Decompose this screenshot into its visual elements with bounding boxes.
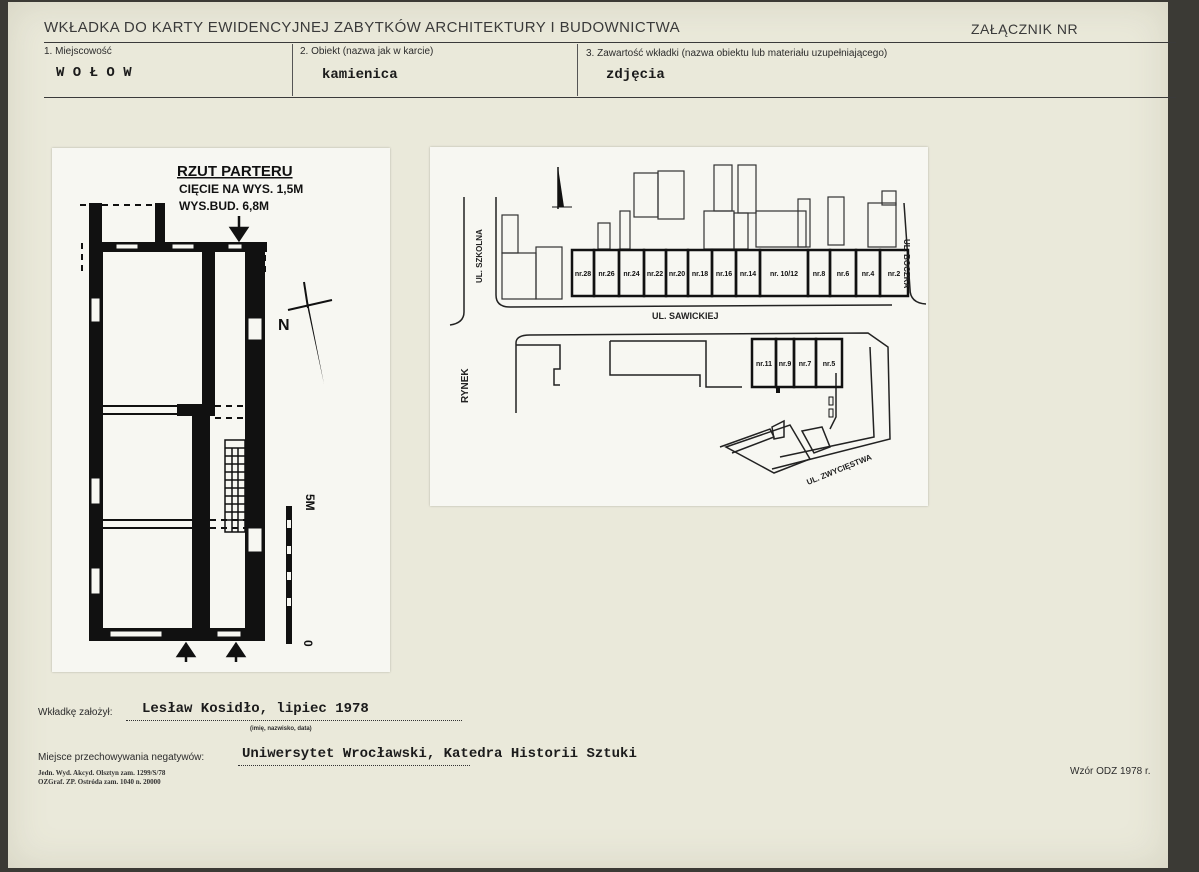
south-lot-label: nr.11 xyxy=(756,361,772,368)
floor-plan-photo: RZUT PARTERU CIĘCIE NA WYS. 1,5M WYS.BUD… xyxy=(52,148,390,672)
author-value: Lesław Kosidło, lipiec 1978 xyxy=(142,701,369,717)
south-lot-plot xyxy=(814,337,844,389)
plan-building-height: WYS.BUD. 6,8M xyxy=(179,199,269,213)
object-label: 2. Obiekt (nazwa jak w karcie) xyxy=(300,46,434,57)
scale-bar: 5M 0 xyxy=(286,494,317,647)
north-lot-label: nr.18 xyxy=(692,271,708,278)
north-lot-label: nr.22 xyxy=(647,271,663,278)
content-label: 3. Zawartość wkładki (nazwa obiektu lub … xyxy=(586,48,888,59)
north-lot-label: nr.16 xyxy=(716,271,732,278)
north-lot-label: nr.28 xyxy=(575,271,591,278)
north-lot-label: nr.8 xyxy=(813,271,826,278)
content-value: zdjęcia xyxy=(606,67,665,83)
north-lot-label: nr.2 xyxy=(888,271,901,278)
scale-zero-label: 0 xyxy=(301,640,315,647)
record-card: WKŁADKA DO KARTY EWIDENCYJNEJ ZABYTKÓW A… xyxy=(8,2,1176,868)
north-arrow-icon: N xyxy=(278,281,333,384)
plan-cut-height: CIĘCIE NA WYS. 1,5M xyxy=(179,182,303,196)
north-lot-label: nr.20 xyxy=(669,271,685,278)
print-info-line-1: Jedn. Wyd. Akcyd. Olsztyn zam. 1299/S/78 xyxy=(38,769,166,777)
north-lot-row: nr.28 nr.26 nr.24 nr.22 nr.20 nr.18 nr.16 nr.14… xyxy=(570,248,910,298)
header-rule xyxy=(44,42,1176,43)
scale-top-label: 5M xyxy=(303,494,317,511)
street-szkolna-label: UL. SZKOLNA xyxy=(475,229,484,283)
site-map-drawing: nr.28 nr.26 nr.24 nr.22 nr.20 nr.18 nr.16 nr.14… xyxy=(449,164,927,487)
north-lot-label: nr.26 xyxy=(598,271,614,278)
floor-plan-drawing: RZUT PARTERU CIĘCIE NA WYS. 1,5M WYS.BUD… xyxy=(80,163,333,662)
fields-rule xyxy=(44,97,1176,98)
author-label: Wkładkę założył: xyxy=(38,707,113,718)
author-underline xyxy=(126,720,462,721)
north-lot-label: nr. 10/12 xyxy=(770,271,798,278)
field-divider-2 xyxy=(577,44,578,96)
street-sawickiej-label: UL. SAWICKIEJ xyxy=(652,311,719,321)
south-lot-row: nr.11 nr.9 nr.7 nr.5 xyxy=(750,337,844,389)
print-info-line-2: OZGraf. ZP. Ostróda zam. 1040 n. 20000 xyxy=(38,778,161,786)
negatives-label: Miejsce przechowywania negatywów: xyxy=(38,752,205,763)
object-value: kamienica xyxy=(322,67,398,83)
author-hint: (imię, nazwisko, data) xyxy=(250,726,312,732)
annex-label: ZAŁĄCZNIK NR xyxy=(971,21,1079,37)
north-lot-plot xyxy=(878,248,910,298)
map-north-arrow-icon xyxy=(552,167,572,209)
south-lot-label: nr.7 xyxy=(799,361,812,368)
street-boczka-label: UL. BOCZKA xyxy=(902,239,911,289)
plan-title: RZUT PARTERU xyxy=(177,163,293,180)
negatives-underline xyxy=(238,765,470,766)
locality-label: 1. Miejscowość xyxy=(44,46,112,57)
south-lot-label: nr.9 xyxy=(779,361,792,368)
north-lot-label: nr.14 xyxy=(740,271,756,278)
card-title: WKŁADKA DO KARTY EWIDENCYJNEJ ZABYTKÓW A… xyxy=(44,19,681,36)
rynek-label: RYNEK xyxy=(460,368,471,403)
north-lot-label: nr.24 xyxy=(623,271,639,278)
north-label: N xyxy=(278,317,290,334)
north-lot-label: nr.4 xyxy=(862,271,875,278)
field-divider-1 xyxy=(292,44,293,96)
site-map-photo: nr.28 nr.26 nr.24 nr.22 nr.20 nr.18 nr.16 nr.14… xyxy=(430,147,928,506)
south-lot-label: nr.5 xyxy=(823,361,836,368)
template-mark: Wzór ODZ 1978 r. xyxy=(1070,766,1151,777)
north-lot-label: nr.6 xyxy=(837,271,850,278)
locality-value: W O Ł O W xyxy=(56,65,132,81)
negatives-value: Uniwersytet Wrocławski, Katedra Historii… xyxy=(242,746,637,762)
